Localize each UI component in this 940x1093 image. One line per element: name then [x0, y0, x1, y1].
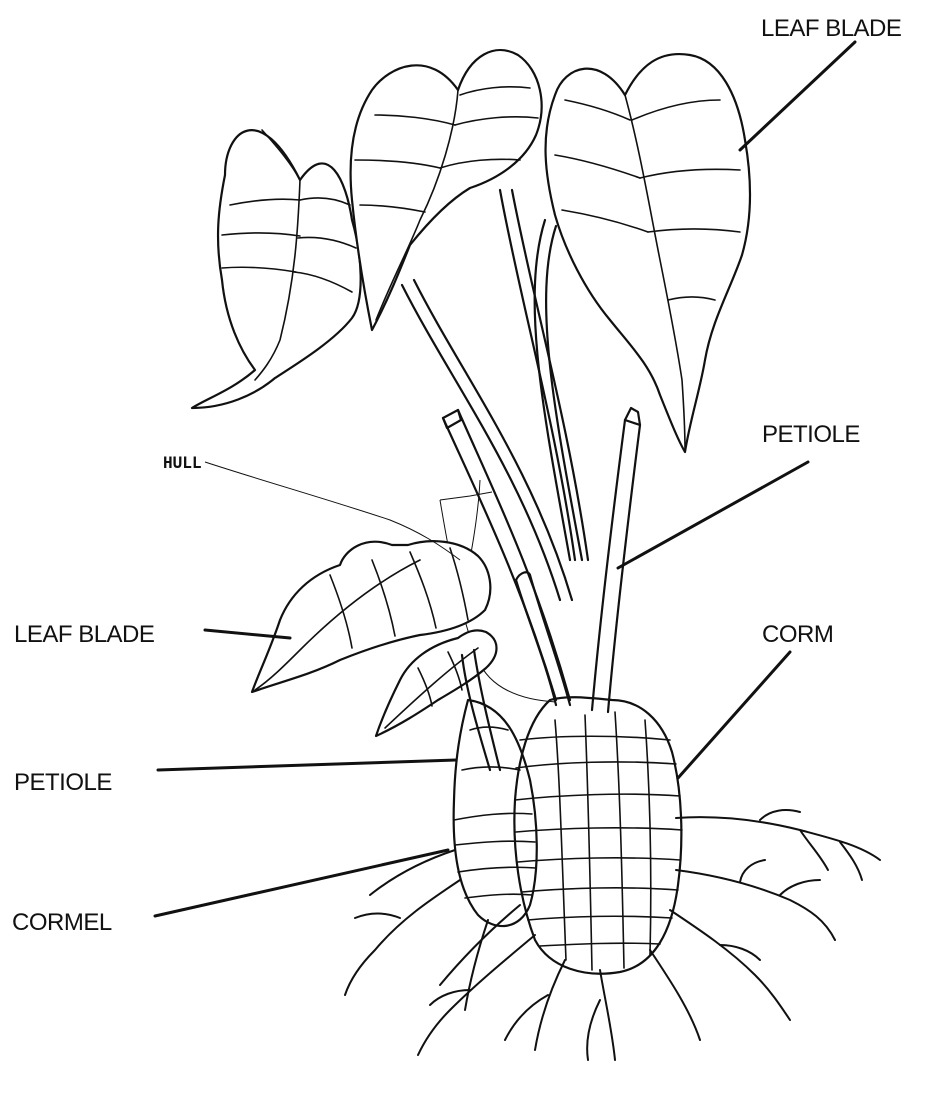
cormel [454, 650, 537, 926]
leaf-blade-top-left [192, 130, 361, 408]
label-petiole-right: PETIOLE [762, 421, 860, 448]
label-leaf-blade-top: LEAF BLADE [761, 15, 901, 42]
roots [345, 810, 880, 1060]
label-corm: CORM [762, 621, 833, 648]
corm [514, 697, 682, 973]
leaf-blade-top-right [546, 54, 750, 452]
leaf-small-lower [376, 630, 497, 736]
label-leaf-blade-left: LEAF BLADE [14, 621, 154, 648]
label-hull: HULL [163, 453, 202, 472]
label-petiole-left: PETIOLE [14, 769, 112, 796]
label-cormel: CORMEL [12, 909, 112, 936]
